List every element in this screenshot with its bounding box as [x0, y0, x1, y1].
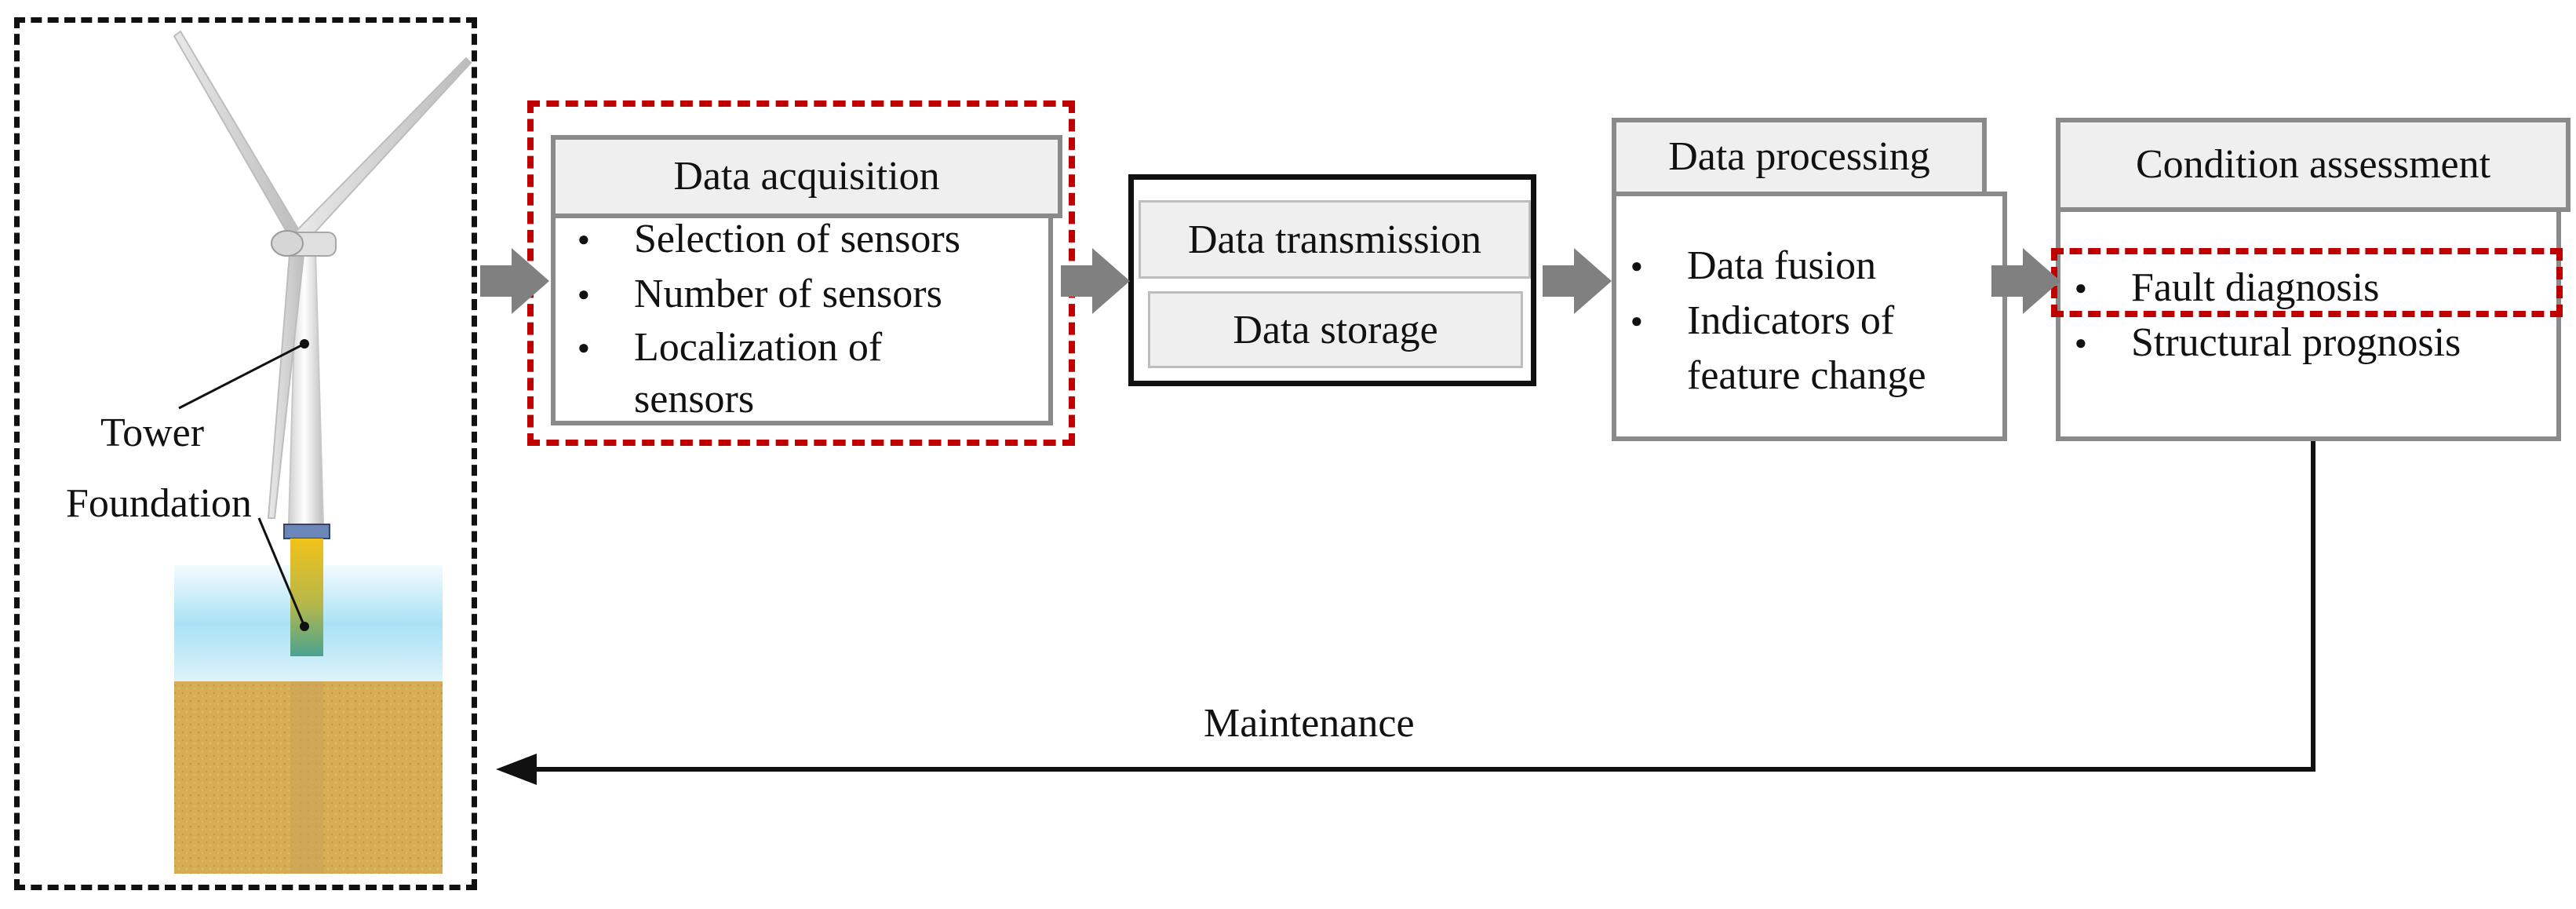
list-item: Structural prognosis	[2060, 316, 2563, 371]
tower-leader-dot	[300, 339, 309, 349]
list-item: Data fusion	[1616, 239, 2009, 294]
data-processing-box: Data fusion Indicators of feature change	[1612, 192, 2007, 441]
data-storage-label: Data storage	[1148, 291, 1523, 368]
data-processing-title: Data processing	[1612, 118, 1987, 196]
list-item: Selection of sensors	[563, 212, 1050, 267]
arrow-processing-to-assessment	[1991, 248, 2060, 314]
wind-turbine-illustration	[173, 30, 472, 874]
pile	[290, 681, 323, 874]
arrow-acquisition-to-transmission	[1061, 248, 1130, 314]
foundation	[290, 538, 323, 656]
turbine-panel	[14, 17, 477, 890]
condition-assessment-list: Fault diagnosis Structural prognosis	[2060, 261, 2563, 371]
data-acquisition-list: Selection of sensors Number of sensors L…	[563, 212, 1050, 425]
list-item: Localization of sensors	[563, 322, 979, 425]
foundation-leader-dot	[300, 622, 309, 631]
maintenance-arrowhead	[496, 754, 537, 785]
list-item: Number of sensors	[563, 267, 1050, 322]
tower-leader-line	[178, 342, 305, 410]
foundation-label: Foundation	[66, 481, 252, 526]
hub	[271, 230, 304, 257]
maintenance-label: Maintenance	[1204, 701, 1415, 746]
data-transmission-box: Data transmission Data storage	[1128, 174, 1536, 386]
list-item: Indicators of feature change	[1616, 294, 1938, 403]
data-transmission-label: Data transmission	[1139, 200, 1531, 279]
tower-label: Tower	[100, 411, 205, 455]
arrow-transmission-to-processing	[1543, 248, 1612, 314]
foundation-leader-line	[257, 517, 306, 627]
condition-assessment-title: Condition assessment	[2056, 118, 2571, 212]
maintenance-feedback-line	[534, 441, 2315, 772]
arrow-turbine-to-acquisition	[480, 248, 549, 314]
data-acquisition-box: Data acquisition Selection of sensors Nu…	[551, 135, 1062, 425]
list-item: Fault diagnosis	[2060, 261, 2563, 316]
data-processing-list: Data fusion Indicators of feature change	[1616, 239, 2009, 403]
